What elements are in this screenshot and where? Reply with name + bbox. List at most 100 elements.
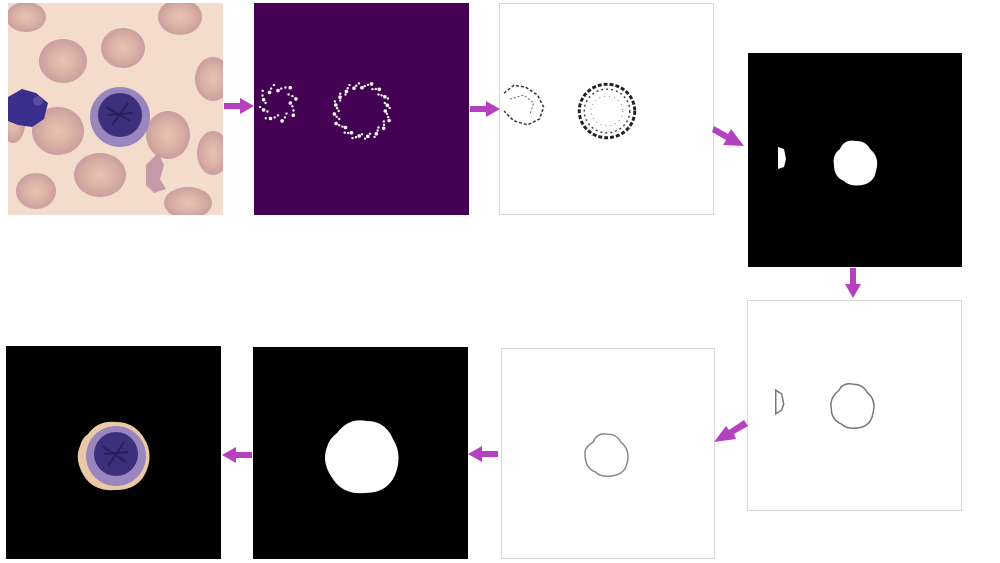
segmented-cell-icon [6, 346, 221, 559]
edge-point [335, 115, 338, 119]
edge-point [387, 118, 391, 123]
edge-point [276, 88, 280, 93]
contour-outline-icon [775, 383, 875, 430]
edge-point [280, 119, 284, 123]
edge-point [349, 131, 354, 135]
edge-point [285, 112, 288, 115]
edge-point [261, 94, 264, 97]
edge-point [266, 110, 269, 113]
edge-point [368, 132, 372, 135]
edge-point [269, 87, 273, 90]
edge-point [338, 124, 341, 127]
edge-point [276, 114, 280, 117]
edge-point [338, 117, 341, 121]
edge-point [346, 87, 349, 90]
edge-point [335, 107, 339, 110]
edge-point [381, 126, 386, 131]
edge-point [258, 105, 262, 109]
edge-point [261, 97, 266, 102]
edge-point [357, 82, 361, 85]
arrow-down-left-icon [714, 420, 748, 442]
edge-point [366, 83, 370, 87]
edge-point [357, 134, 361, 138]
edge-point [339, 92, 342, 95]
edge-point [267, 90, 272, 95]
edge-point [261, 89, 264, 93]
arrow-right-icon [224, 98, 254, 114]
edge-point [338, 95, 342, 99]
edge-point [343, 125, 348, 130]
edge-point [363, 84, 366, 88]
stage-edge-points [254, 3, 469, 215]
edge-point [366, 134, 370, 139]
edge-point [288, 85, 292, 90]
arrow-down-right-icon [712, 126, 744, 146]
edge-point [280, 87, 283, 90]
arrow-stage1-to-stage2 [224, 98, 254, 114]
single-contour-icon [584, 433, 629, 478]
edge-point [341, 125, 344, 128]
stage-selected-contour [501, 348, 715, 559]
edge-point [388, 106, 391, 110]
arrow-left-icon [222, 447, 252, 463]
edge-point [291, 94, 294, 98]
edge-point [339, 99, 342, 102]
edge-point [344, 93, 347, 96]
edge-point [264, 117, 267, 120]
edge-point [272, 83, 276, 87]
edge-point [347, 131, 350, 135]
edge-detection-map-icon [254, 3, 469, 215]
blood-smear-image-icon [8, 3, 223, 215]
edge-point [377, 93, 380, 96]
edge-point [371, 88, 374, 91]
edge-point [343, 131, 346, 134]
edge-point [334, 121, 338, 126]
edge-point [383, 94, 387, 99]
edge-point [354, 136, 358, 139]
arrow-stage6-to-stage7 [468, 446, 498, 462]
edge-point [264, 101, 267, 105]
edge-point [387, 115, 390, 119]
edge-point [377, 87, 382, 92]
edge-point [385, 103, 390, 107]
filled-region-mask-icon [748, 53, 962, 267]
edge-point [360, 85, 364, 90]
stage-edge-binarized [499, 3, 714, 215]
arrow-stage5-to-stage6 [714, 420, 748, 446]
arrow-stage3-to-stage4 [712, 118, 746, 148]
edge-point [294, 97, 298, 101]
arrow-stage7-to-stage8 [222, 447, 252, 463]
edge-point [291, 113, 296, 117]
edge-point [291, 105, 294, 108]
edge-point [360, 133, 364, 136]
edge-point [374, 87, 377, 91]
arrow-down-icon [845, 268, 861, 298]
edge-point [383, 101, 386, 105]
edge-point [337, 109, 340, 113]
arrow-stage2-to-stage3 [470, 101, 500, 117]
edge-point [332, 112, 337, 116]
edge-point [348, 83, 351, 87]
edge-point [355, 84, 358, 87]
edge-point [288, 101, 293, 105]
edge-point [383, 109, 388, 113]
edge-point [385, 112, 389, 116]
edge-point [287, 93, 290, 96]
edge-point [380, 94, 383, 97]
edge-point [292, 109, 295, 112]
edge-point [377, 126, 380, 129]
edge-point [373, 135, 376, 139]
edge-point [333, 100, 337, 103]
arrow-right-icon [470, 101, 500, 117]
edge-point [344, 89, 349, 94]
edge-point [283, 116, 287, 119]
edge-point [273, 116, 276, 119]
edge-point [376, 129, 379, 132]
stage-segmented-cell [6, 346, 221, 559]
edge-point [386, 97, 390, 100]
edge-point [374, 132, 379, 136]
edge-point [351, 136, 354, 140]
stage-contours [747, 300, 962, 511]
edge-point [363, 137, 367, 140]
edge-point [352, 86, 356, 90]
